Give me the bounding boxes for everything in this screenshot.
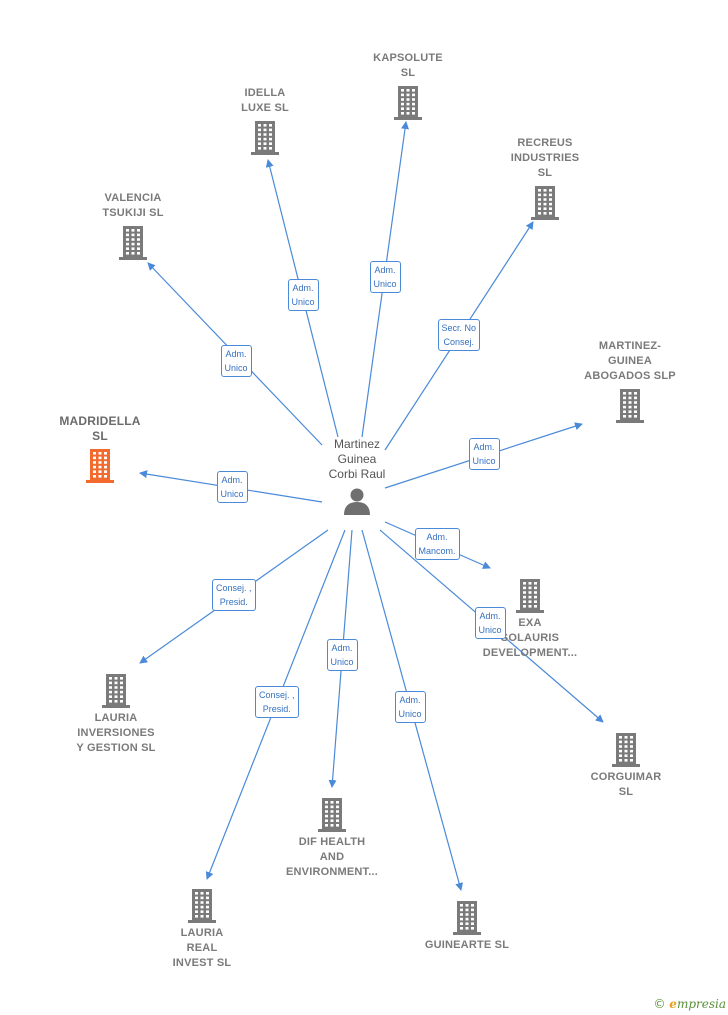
copyright-symbol: © — [653, 997, 666, 1011]
brand-name: mpresia — [676, 997, 726, 1011]
company-node-exa[interactable]: EXA SOLAURIS DEVELOPMENT... — [465, 578, 595, 661]
company-label: IDELLA LUXE SL — [241, 87, 289, 114]
building-icon — [318, 798, 346, 832]
building-icon — [612, 733, 640, 767]
edge-label-recreus[interactable]: Secr. No Consej. — [437, 319, 481, 351]
company-label: CORGUIMAR SL — [590, 771, 662, 798]
company-node-valencia[interactable]: VALENCIA TSUKIJI SL — [68, 191, 198, 261]
building-icon — [102, 674, 130, 708]
building-icon — [86, 449, 114, 483]
company-label: VALENCIA TSUKIJI SL — [102, 192, 164, 219]
building-icon — [251, 121, 279, 155]
building-icon — [616, 389, 644, 423]
company-node-idella[interactable]: IDELLA LUXE SL — [200, 86, 330, 156]
edge-label-idella[interactable]: Adm. Unico — [287, 279, 319, 311]
edge-label-guinearte[interactable]: Adm. Unico — [394, 691, 426, 723]
edge-label-valencia[interactable]: Adm. Unico — [220, 345, 252, 377]
company-label: LAURIA INVERSIONES Y GESTION SL — [76, 712, 156, 754]
edge-label-lauria_inv[interactable]: Consej. , Presid. — [212, 579, 256, 611]
person-node[interactable]: Martinez Guinea Corbi Raul — [305, 437, 409, 516]
building-icon — [453, 901, 481, 935]
edge-label-lauria_real[interactable]: Consej. , Presid. — [255, 686, 299, 718]
company-node-guinearte[interactable]: GUINEARTE SL — [402, 900, 532, 953]
edge-label-corguimar[interactable]: Adm. Unico — [474, 607, 506, 639]
edge-label-kapsolute[interactable]: Adm. Unico — [369, 261, 401, 293]
company-node-lauria_inv[interactable]: LAURIA INVERSIONES Y GESTION SL — [51, 673, 181, 756]
company-label: LAURIA REAL INVEST SL — [172, 927, 232, 969]
building-icon — [531, 186, 559, 220]
brand-logo: © empresia — [653, 997, 726, 1011]
company-label: EXA SOLAURIS DEVELOPMENT... — [482, 617, 578, 659]
company-node-madridella[interactable]: MADRIDELLA SL — [35, 414, 165, 484]
company-node-dif[interactable]: DIF HEALTH AND ENVIRONMENT... — [267, 797, 397, 880]
person-icon — [344, 488, 370, 515]
brand-initial: e — [669, 997, 677, 1011]
person-name: Martinez Guinea Corbi Raul — [328, 437, 386, 481]
company-label: MADRIDELLA SL — [59, 414, 141, 443]
company-label: DIF HEALTH AND ENVIRONMENT... — [285, 836, 379, 878]
edge-label-exa[interactable]: Adm. Mancom. — [414, 528, 460, 560]
company-label: GUINEARTE SL — [424, 939, 510, 951]
building-icon — [394, 86, 422, 120]
company-node-lauria_real[interactable]: LAURIA REAL INVEST SL — [137, 888, 267, 971]
edge-label-madridella[interactable]: Adm. Unico — [216, 471, 248, 503]
company-node-martinez[interactable]: MARTINEZ- GUINEA ABOGADOS SLP — [565, 339, 695, 424]
company-node-recreus[interactable]: RECREUS INDUSTRIES SL — [480, 136, 610, 221]
company-label: MARTINEZ- GUINEA ABOGADOS SLP — [584, 340, 676, 382]
company-label: KAPSOLUTE SL — [373, 52, 443, 79]
edge-label-dif[interactable]: Adm. Unico — [326, 639, 358, 671]
building-icon — [188, 889, 216, 923]
edge-label-martinez[interactable]: Adm. Unico — [468, 438, 500, 470]
company-label: RECREUS INDUSTRIES SL — [510, 137, 580, 179]
building-icon — [119, 226, 147, 260]
company-node-kapsolute[interactable]: KAPSOLUTE SL — [343, 51, 473, 121]
building-icon — [516, 579, 544, 613]
company-node-corguimar[interactable]: CORGUIMAR SL — [561, 732, 691, 800]
